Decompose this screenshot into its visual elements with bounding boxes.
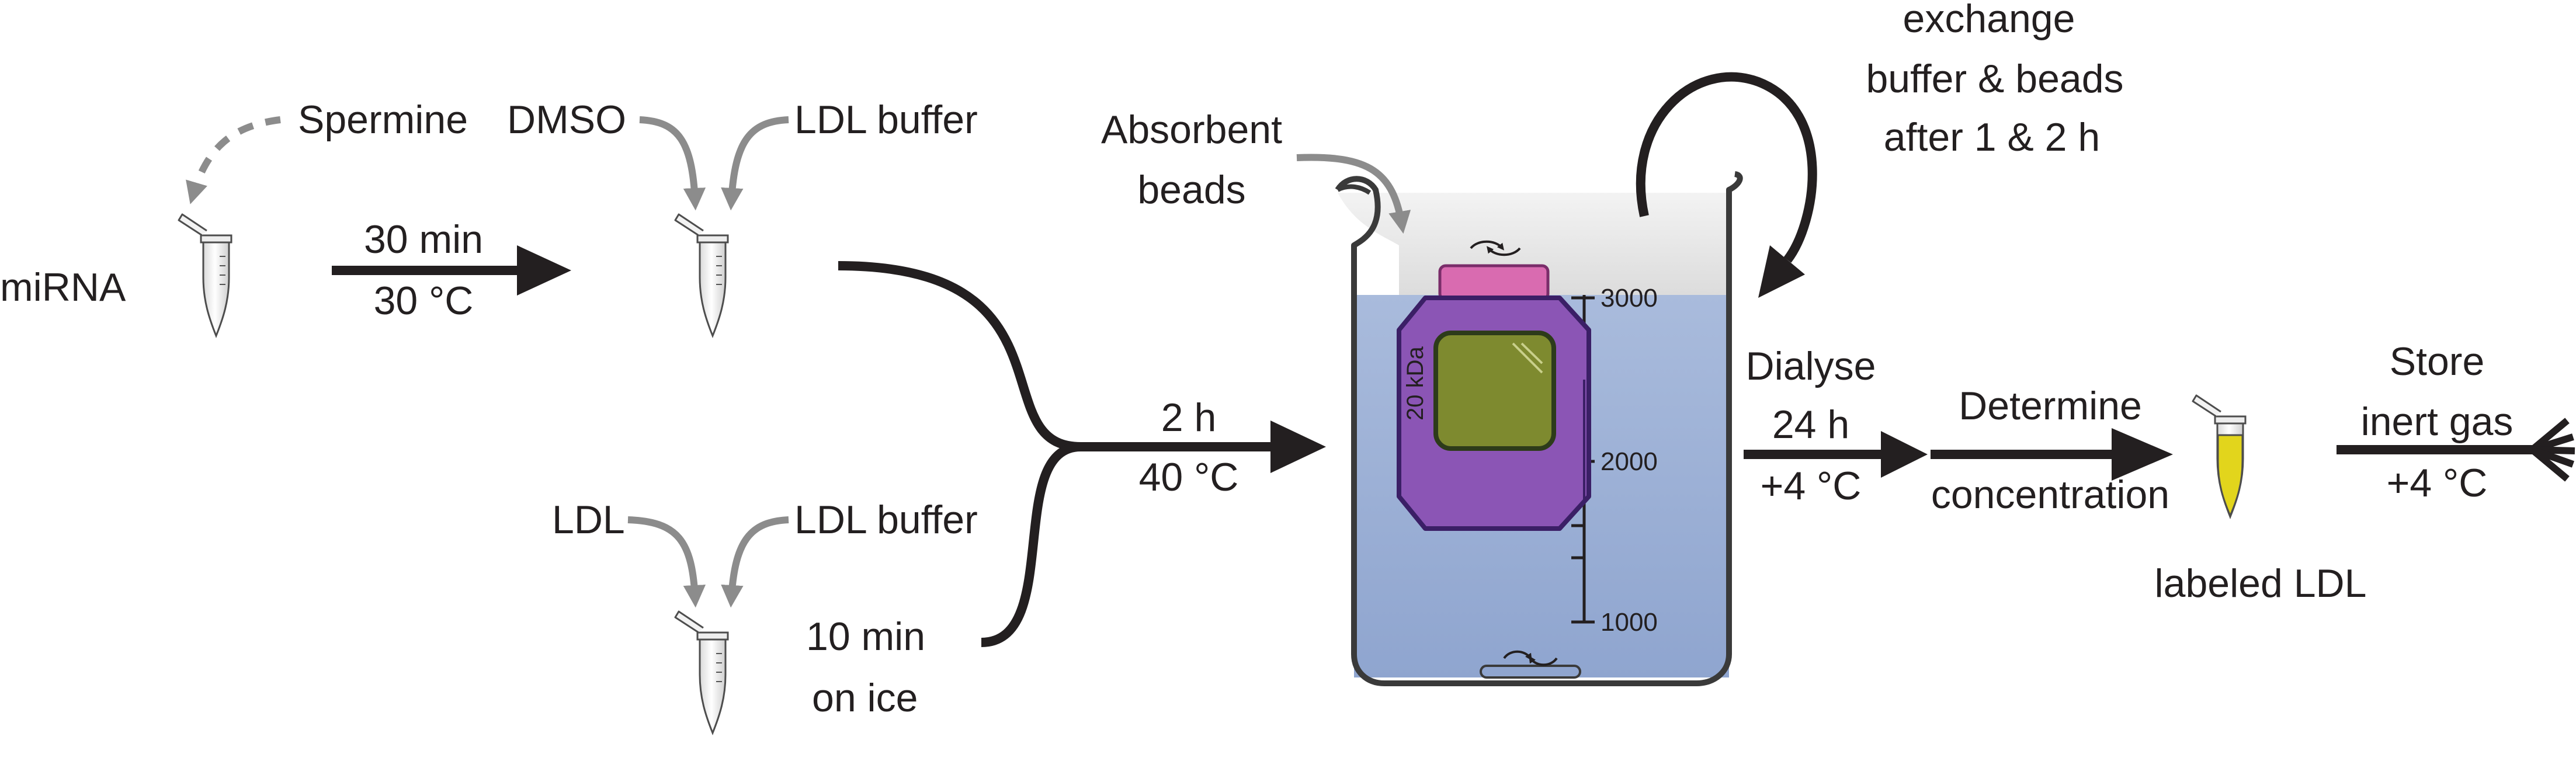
labeled-ldl-label: labeled LDL <box>2155 561 2367 606</box>
ldl-buffer-label-1: LDL buffer <box>794 98 978 142</box>
ldl-tube-icon <box>674 610 729 734</box>
ldl-arrow <box>627 516 706 608</box>
spermine-label: Spermine <box>298 98 468 142</box>
store-label-2: inert gas <box>2361 399 2513 444</box>
rotation-icon <box>1470 240 1521 256</box>
labeled-ldl-tube-icon <box>2192 394 2247 518</box>
ice-label: on ice <box>812 676 918 720</box>
determine-arrow-head <box>2112 428 2173 481</box>
absorbent-label-2: beads <box>1137 168 1245 212</box>
spermine-dashed-arrow <box>186 116 281 204</box>
ldl-buffer-label-2: LDL buffer <box>794 498 978 542</box>
dmso-arrow <box>639 116 706 211</box>
dmso-label: DMSO <box>507 98 626 142</box>
incubation-arrow-head <box>517 245 571 296</box>
ldl-label: LDL <box>552 498 625 542</box>
merge-connector-bottom <box>981 442 1081 647</box>
dialyse-label: Dialyse <box>1746 344 1876 388</box>
store-temp-label: +4 °C <box>2387 461 2488 505</box>
scale-2000-label: 2000 <box>1601 447 1658 476</box>
mix-arrow-head <box>1270 421 1326 473</box>
dialysis-cassette-icon <box>1397 264 1591 531</box>
mix-temp-label: 40 °C <box>1139 455 1239 499</box>
complex-tube-icon <box>674 213 729 337</box>
ice-time-label: 10 min <box>806 614 925 659</box>
dialyse-arrow-head <box>1881 431 1928 478</box>
exchange-label-3: after 1 & 2 h <box>1884 115 2100 159</box>
determine-label-1: Determine <box>1959 384 2142 428</box>
ldl-buffer-arrow-2 <box>721 516 789 608</box>
scale-1000-label: 1000 <box>1601 608 1658 637</box>
exchange-label-1: exchange <box>1903 0 2075 41</box>
temp-30c-label: 30 °C <box>374 279 474 323</box>
mix-time-label: 2 h <box>1161 395 1217 440</box>
store-label-1: Store <box>2390 339 2485 384</box>
ldl-buffer-arrow-1 <box>721 116 789 211</box>
inert-gas-end-icon <box>2530 418 2575 482</box>
merge-connector-top <box>838 261 1081 451</box>
exchange-label-2: buffer & beads <box>1866 57 2123 101</box>
mirna-tube-icon <box>178 213 232 337</box>
absorbent-arrow <box>1296 154 1411 234</box>
cassette-kda-label: 20 kDa <box>1402 346 1428 421</box>
mirna-label: miRNA <box>0 265 126 310</box>
scale-3000-label: 3000 <box>1601 284 1658 312</box>
dialyse-time-label: 24 h <box>1772 402 1849 447</box>
curved-arrow-icon <box>1636 72 1817 298</box>
dialyse-temp-label: +4 °C <box>1761 464 1862 508</box>
determine-label-2: concentration <box>1931 472 2169 517</box>
stir-bar-icon <box>1480 650 1581 679</box>
time-30min-label: 30 min <box>364 217 483 262</box>
absorbent-label-1: Absorbent <box>1101 107 1282 152</box>
